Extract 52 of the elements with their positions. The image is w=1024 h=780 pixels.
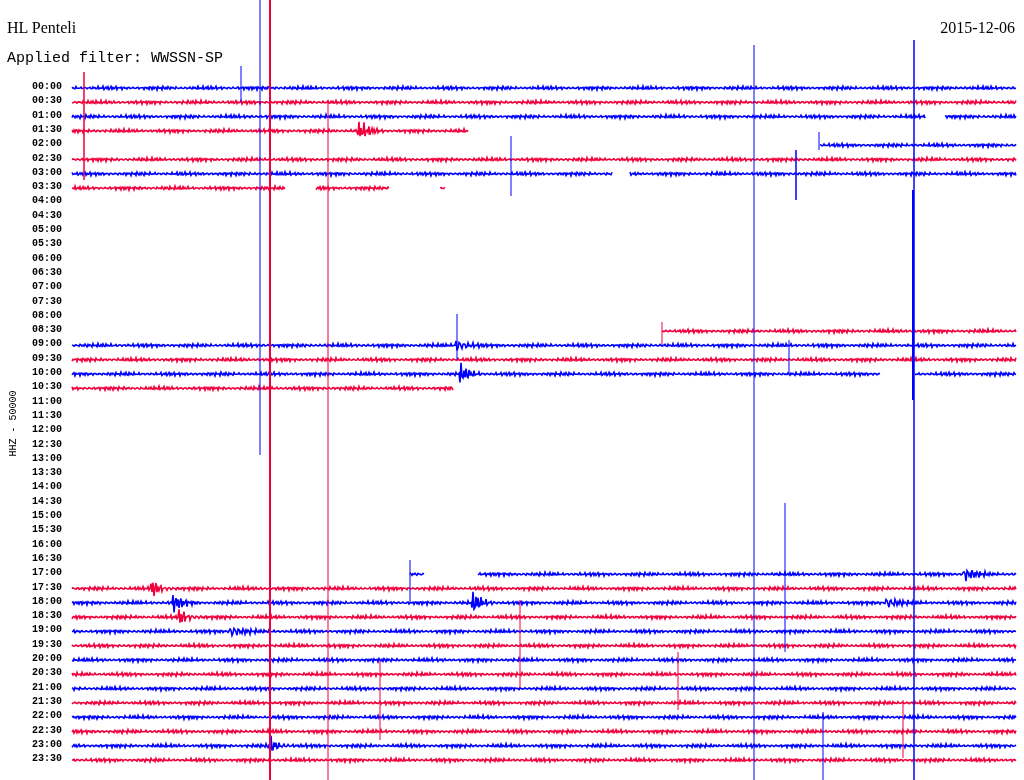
time-label: 17:30 bbox=[32, 581, 62, 593]
time-label: 16:00 bbox=[32, 538, 62, 550]
time-label: 19:30 bbox=[32, 638, 62, 650]
time-label: 06:30 bbox=[32, 266, 62, 278]
time-label: 11:30 bbox=[32, 409, 62, 421]
time-label: 04:30 bbox=[32, 209, 62, 221]
channel-label: HHZ - 50000 bbox=[7, 390, 19, 457]
time-label: 15:00 bbox=[32, 510, 62, 521]
time-label: 12:30 bbox=[32, 438, 62, 450]
time-label: 17:00 bbox=[32, 567, 62, 579]
time-label: 00:00 bbox=[32, 81, 62, 92]
time-label: 00:30 bbox=[32, 95, 62, 107]
time-label: 11:00 bbox=[32, 395, 62, 407]
time-label: 21:00 bbox=[32, 681, 62, 693]
time-label: 18:00 bbox=[32, 595, 62, 607]
time-label: 16:30 bbox=[32, 552, 62, 564]
time-label: 13:30 bbox=[32, 467, 62, 479]
time-label: 23:00 bbox=[32, 738, 62, 750]
time-label: 23:30 bbox=[32, 753, 62, 765]
date-label: 2015-12-06 bbox=[940, 19, 1015, 37]
time-label: 08:30 bbox=[32, 324, 62, 336]
time-label: 01:00 bbox=[32, 109, 62, 121]
time-label: 22:30 bbox=[32, 724, 62, 736]
time-label: 09:00 bbox=[32, 338, 62, 350]
time-label: 14:30 bbox=[32, 495, 62, 507]
time-label: 20:00 bbox=[32, 653, 62, 664]
time-label: 10:30 bbox=[32, 381, 62, 393]
time-label: 15:30 bbox=[32, 524, 62, 536]
time-label: 05:30 bbox=[32, 238, 62, 250]
time-label: 05:00 bbox=[32, 224, 62, 235]
time-label: 07:00 bbox=[32, 281, 62, 293]
time-label: 13:00 bbox=[32, 452, 62, 464]
station-title: HL Penteli bbox=[7, 19, 77, 37]
time-label: 20:30 bbox=[32, 667, 62, 679]
time-label: 10:00 bbox=[32, 367, 62, 378]
time-label: 21:30 bbox=[32, 695, 62, 707]
time-label: 04:00 bbox=[32, 195, 62, 207]
time-label: 08:00 bbox=[32, 309, 62, 321]
time-label: 19:00 bbox=[32, 624, 62, 636]
time-label: 02:30 bbox=[32, 152, 62, 164]
time-label: 02:00 bbox=[32, 138, 62, 150]
time-label: 18:30 bbox=[32, 610, 62, 622]
time-label: 03:30 bbox=[32, 181, 62, 193]
time-label: 07:30 bbox=[32, 295, 62, 307]
time-label: 14:00 bbox=[32, 481, 62, 493]
time-label: 09:30 bbox=[32, 352, 62, 364]
time-label: 22:00 bbox=[32, 710, 62, 722]
time-label: 06:00 bbox=[32, 252, 62, 264]
time-label: 12:00 bbox=[32, 424, 62, 436]
time-label: 03:00 bbox=[32, 166, 62, 178]
filter-label: Applied filter: WWSSN-SP bbox=[7, 50, 224, 67]
time-label: 01:30 bbox=[32, 123, 62, 135]
